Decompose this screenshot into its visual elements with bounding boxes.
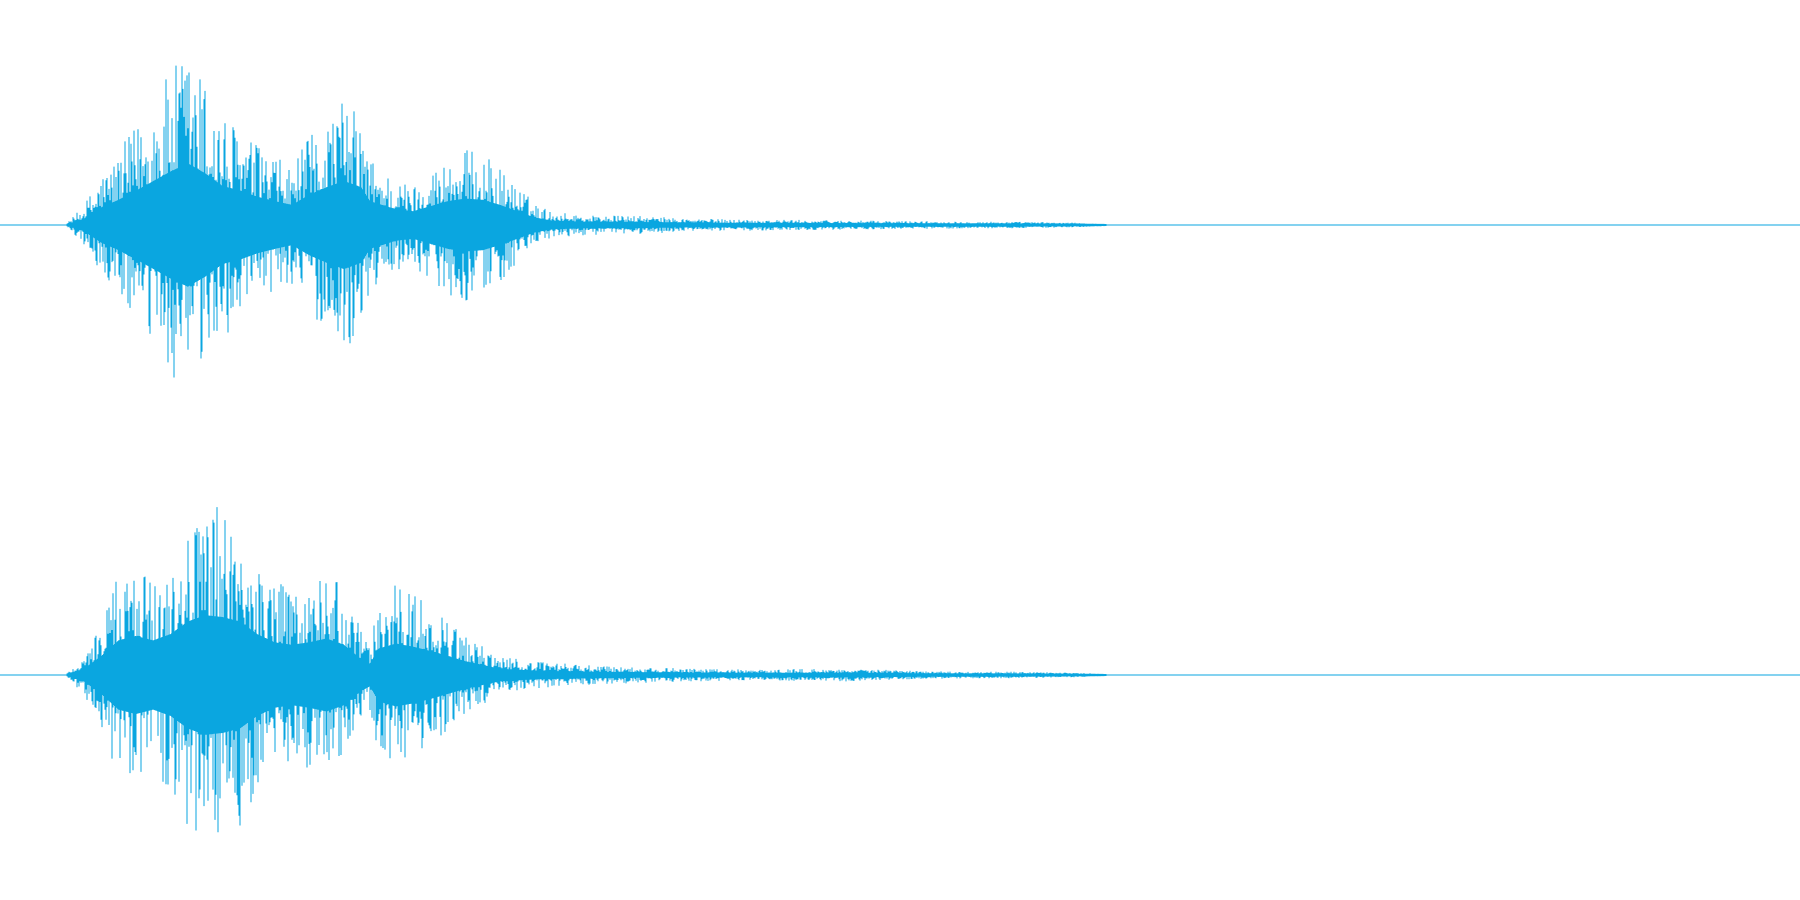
waveform-right [0, 507, 1800, 833]
waveform-right-path [66, 507, 1107, 833]
waveform-left [0, 65, 1800, 378]
waveform-channel-left [0, 65, 1800, 378]
waveform-left-path [66, 65, 1107, 378]
waveform-channel-right [0, 450, 1800, 900]
